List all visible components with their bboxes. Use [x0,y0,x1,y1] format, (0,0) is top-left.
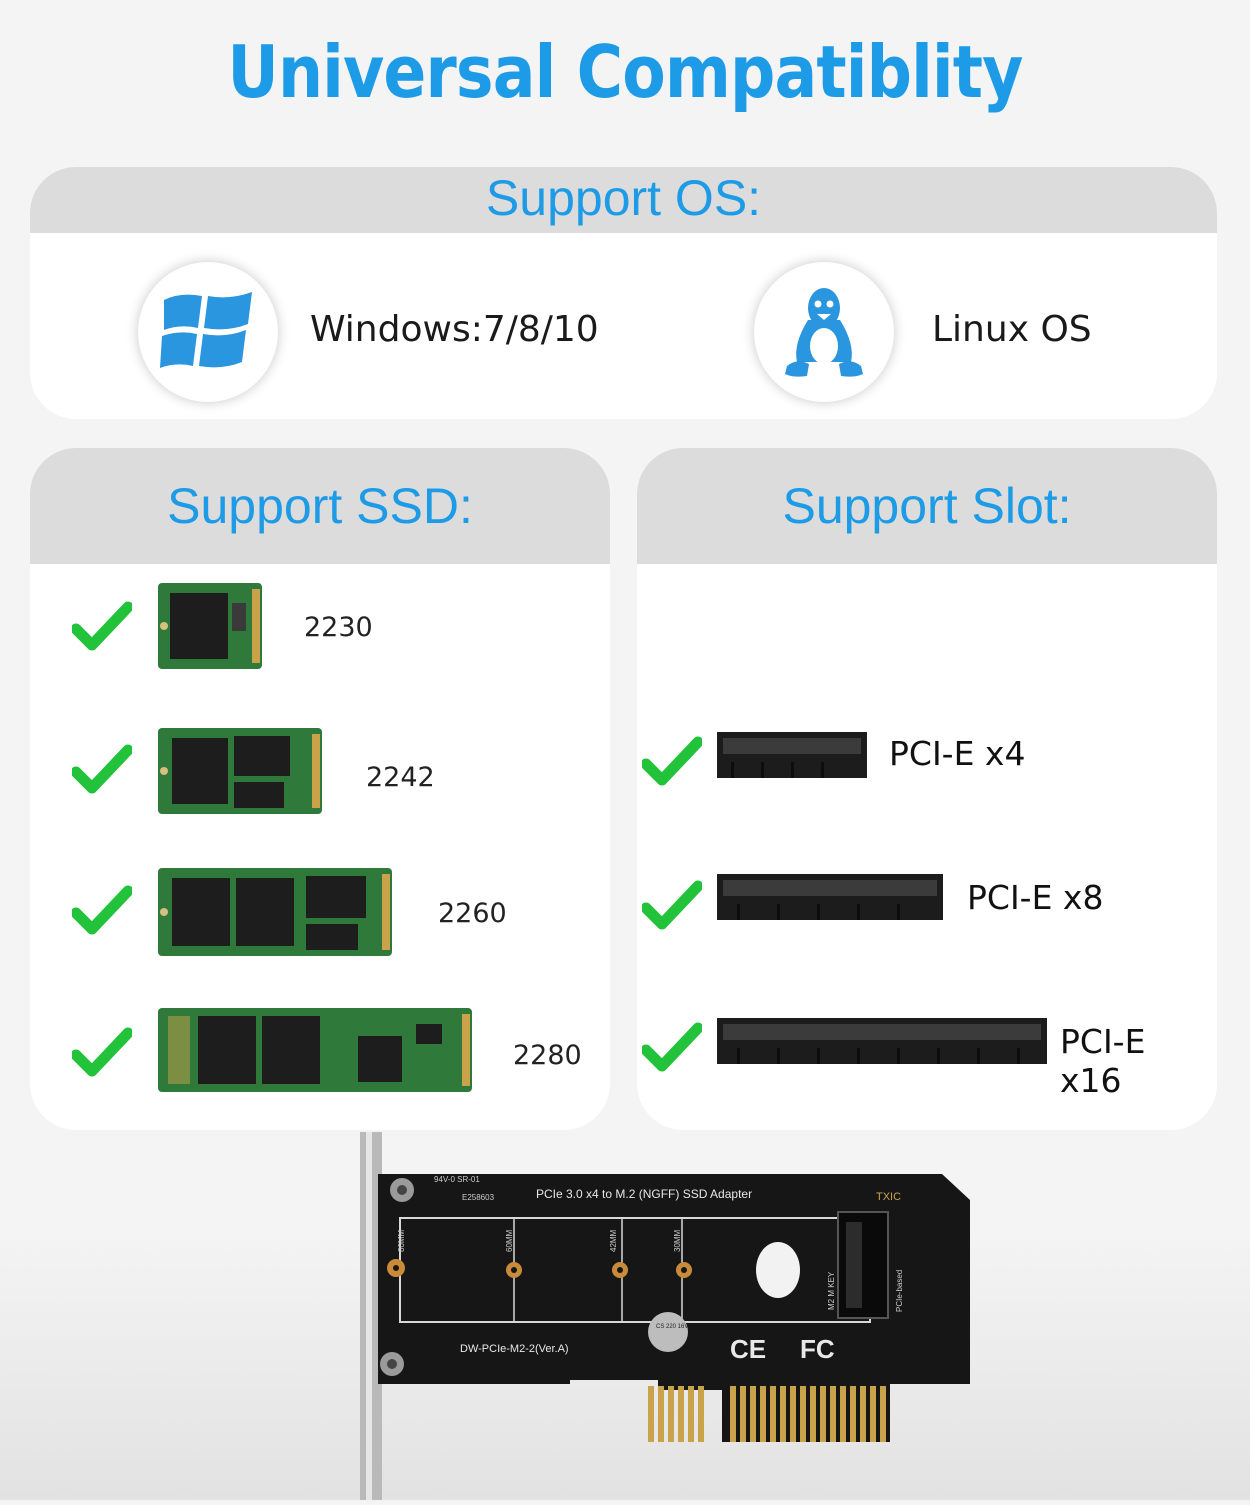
pcie-x8-slot [717,874,943,925]
support-ssd-panel: Support SSD: 2230 2242 [30,448,610,1130]
adapter-mark-42: 42MM [609,1229,618,1252]
adapter-model-text: DW-PCIe-M2-2(Ver.A) [460,1343,569,1355]
capacitor-text: CS 220 16V [656,1324,688,1330]
check-icon [72,744,132,794]
slot-label-x4: PCI-E x4 [889,734,1026,773]
check-icon [72,601,132,651]
check-icon [642,880,702,930]
linux-label: Linux OS [932,309,1092,350]
pcie-adapter-board: PCIe 3.0 x4 to M.2 (NGFF) SSD Adapter 94… [330,1128,980,1505]
pcie-x16-slot [717,1018,1047,1069]
support-slot-panel: Support Slot: PCI-E x4 PCI-E x8 [637,448,1217,1130]
fc-mark: FC [800,1334,835,1364]
adapter-cert-code: E258603 [462,1193,495,1202]
slot-label-x16: PCI-E x16 [1060,1022,1146,1100]
ssd-label-2242: 2242 [366,762,435,793]
adapter-mark-30: 30MM [673,1229,682,1252]
check-icon [642,736,702,786]
slot-label-x8: PCI-E x8 [967,878,1104,917]
pcie-x4-slot [717,732,867,783]
ssd-label-2230: 2230 [304,612,373,643]
support-os-heading: Support OS: [30,167,1217,233]
windows-label: Windows:7/8/10 [310,309,599,350]
adapter-based-text: PCIe-based [895,1270,904,1312]
check-icon [72,885,132,935]
adapter-mark-60: 60MM [505,1229,514,1252]
ssd-module-2260 [158,868,392,961]
ssd-module-2242 [158,728,322,819]
adapter-cert-text: 94V-0 SR-01 [434,1175,480,1184]
page-title: Universal Compatiblity [227,30,1023,114]
check-icon [72,1027,132,1077]
windows-logo-icon [138,262,278,402]
ssd-module-2230 [158,583,262,674]
adapter-key-text: M2 M KEY [827,1271,836,1310]
adapter-brand: TXIC [876,1191,901,1203]
support-slot-heading: Support Slot: [637,448,1217,564]
ssd-label-2280: 2280 [513,1040,582,1071]
adapter-title-text: PCIe 3.0 x4 to M.2 (NGFF) SSD Adapter [536,1187,752,1201]
adapter-mark-80: 80MM [397,1229,406,1252]
ce-mark: CE [730,1334,766,1364]
ssd-label-2260: 2260 [438,898,507,929]
linux-penguin-icon [754,262,894,402]
check-icon [642,1022,702,1072]
support-os-panel: Support OS: Windows:7/8/10 Linux O [30,167,1217,419]
support-ssd-heading: Support SSD: [30,448,610,564]
ssd-module-2280 [158,1008,472,1097]
